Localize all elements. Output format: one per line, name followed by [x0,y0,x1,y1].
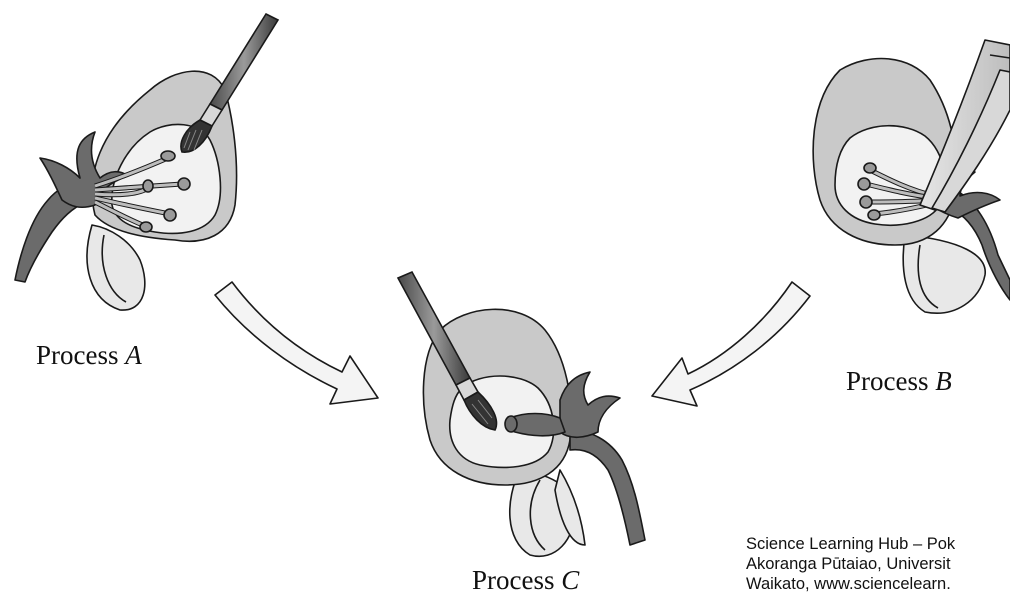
flower-b-lower-petal [903,235,985,313]
process-a-label: Process A [36,340,142,371]
curved-arrow-icon [652,282,810,406]
flower-a-lower-petal [87,225,145,310]
credit-line-1: Science Learning Hub – Pok [746,534,955,554]
credit-line-2: Akoranga Pūtaiao, Universit [746,554,955,574]
flower-c [423,309,645,556]
image-credit: Science Learning Hub – Pok Akoranga Pūta… [746,534,955,594]
flower-a [15,71,237,310]
flower-c-sepals [560,372,620,437]
process-c-label: Process C [472,565,579,596]
credit-line-3: Waikato, www.sciencelearn. [746,574,955,594]
curved-arrow-icon [215,282,378,404]
process-b-label: Process B [846,366,952,397]
